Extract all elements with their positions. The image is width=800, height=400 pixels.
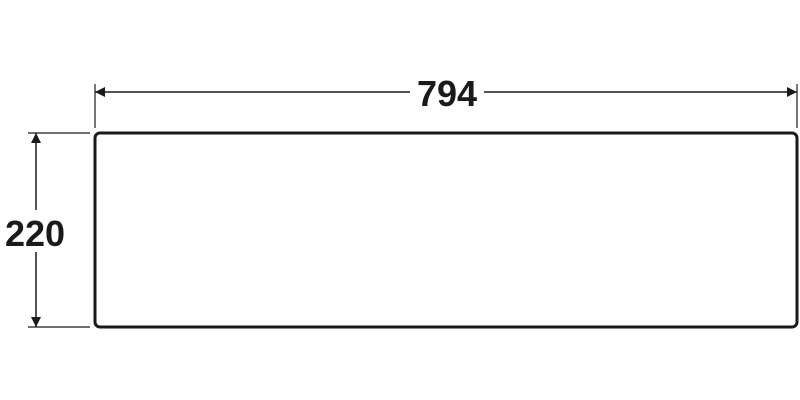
height-dimension-label: 220 [5,213,65,254]
width-dimension-label: 794 [417,73,477,114]
panel-outline [93,131,799,329]
